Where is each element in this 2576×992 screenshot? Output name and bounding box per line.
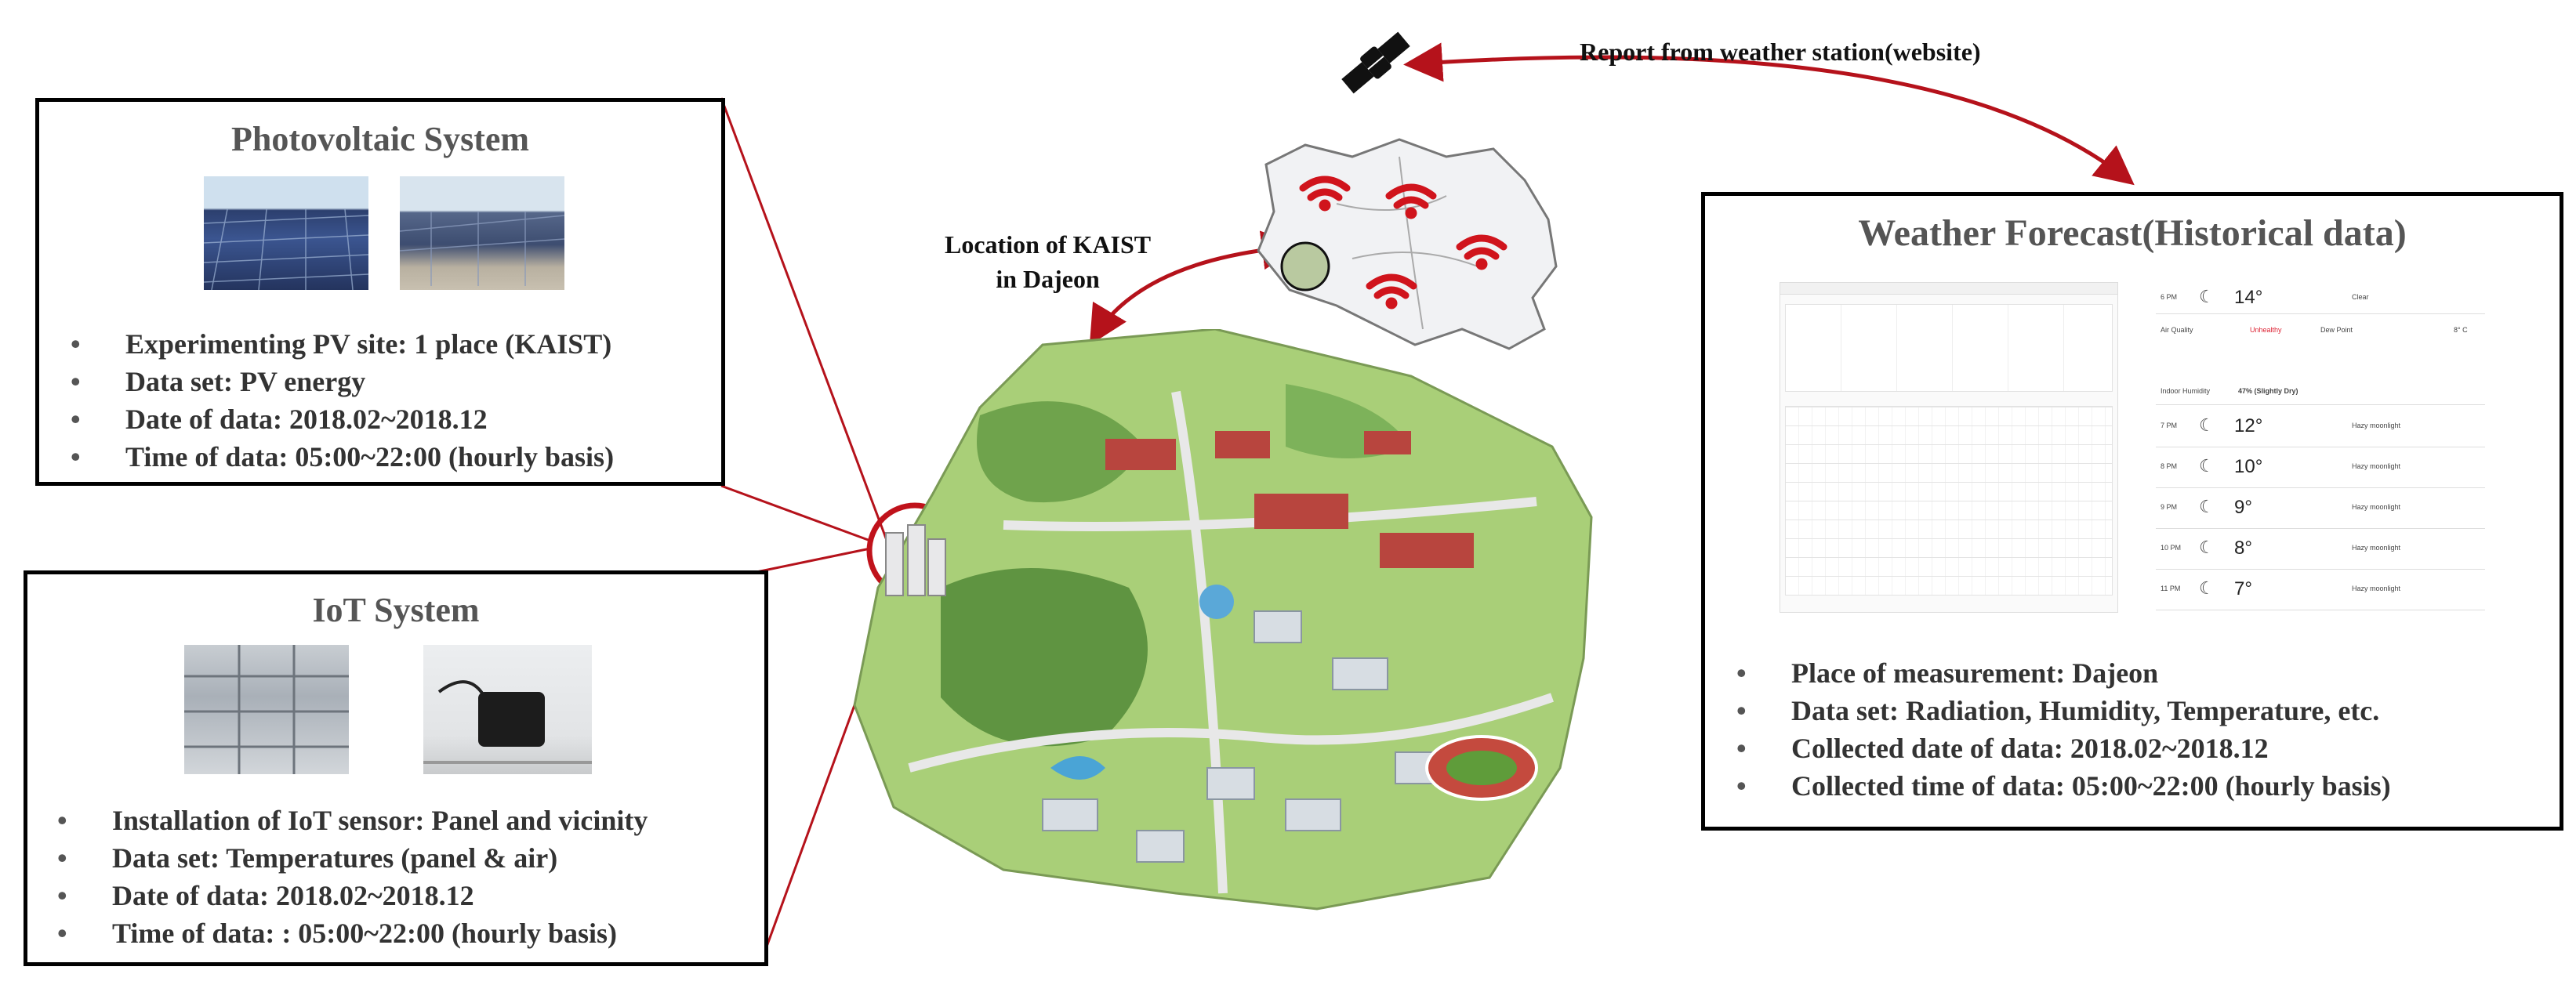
solar-panel-photo-2 [400, 176, 564, 290]
forecast-row: 8 PM ☾ 10° Hazy moonlight [2156, 448, 2485, 488]
iot-sensor-photo [423, 645, 592, 774]
weather-bullet: Data set: Radiation, Humidity, Temperatu… [1736, 692, 2391, 730]
moon-icon: ☾ [2199, 497, 2215, 516]
dajeon-map [1257, 138, 1558, 350]
solar-grid-icon [204, 208, 368, 290]
weather-bullet: Place of measurement: Dajeon [1736, 654, 2391, 692]
moon-icon: ☾ [2199, 578, 2215, 598]
pv-bullet-list: Experimenting PV site: 1 place (KAIST) D… [71, 325, 614, 476]
forecast-temp: 8° [2234, 538, 2252, 559]
moon-icon: ☾ [2199, 456, 2215, 476]
solar-array-icon [400, 212, 564, 286]
weather-details: Air Quality Unhealthy Dew Point 8° C Ind… [2156, 318, 2485, 405]
iot-panel-photo-1 [184, 645, 349, 774]
moon-icon: ☾ [2199, 415, 2215, 435]
forecast-temp: 9° [2234, 497, 2252, 518]
forecast-row: 7 PM ☾ 12° Hazy moonlight [2156, 407, 2485, 447]
connector-line-iot-top [756, 547, 871, 574]
location-label-line2: in Dajeon [996, 265, 1100, 293]
iot-bullet: Time of data: : 05:00~22:00 (hourly basi… [57, 914, 648, 952]
forecast-row: 10 PM ☾ 8° Hazy moonlight [2156, 530, 2485, 570]
iot-box-title: IoT System [312, 591, 480, 629]
location-label: Location of KAIST in Dajeon [945, 227, 1151, 296]
pv-bullet: Date of data: 2018.02~2018.12 [71, 400, 614, 438]
iot-bullet-list: Installation of IoT sensor: Panel and vi… [57, 802, 648, 952]
iot-bullet: Data set: Temperatures (panel & air) [57, 839, 648, 877]
n3-dome [1199, 585, 1234, 619]
forecast-temp: 10° [2234, 456, 2263, 477]
wifi-icon [1299, 176, 1508, 310]
korean-forecast-screenshot [1780, 282, 2118, 613]
forecast-temp: 14° [2234, 287, 2263, 308]
report-label: Report from weather station(website) [1580, 38, 1981, 66]
forecast-desc: Hazy moonlight [2352, 585, 2401, 592]
connector-line-pv-bottom [720, 484, 871, 542]
pv-bullet: Experimenting PV site: 1 place (KAIST) [71, 325, 614, 363]
hourly-forecast-screenshot: 6 PM ☾ 14° Clear Air Quality Unhealthy D… [2156, 282, 2485, 611]
indoor-humidity-label: Indoor Humidity [2161, 387, 2211, 395]
weather-bullet: Collected date of data: 2018.02~2018.12 [1736, 730, 2391, 767]
forecast-time: 8 PM [2161, 462, 2178, 470]
forecast-temp: 7° [2234, 578, 2252, 599]
weather-bullet-list: Place of measurement: Dajeon Data set: R… [1736, 654, 2391, 805]
iot-bullet: Installation of IoT sensor: Panel and vi… [57, 802, 648, 839]
forecast-time: 7 PM [2161, 422, 2178, 429]
sensor-box-icon [423, 680, 592, 764]
forecast-desc: Hazy moonlight [2352, 422, 2401, 429]
weather-bullet: Collected time of data: 05:00~22:00 (hou… [1736, 767, 2391, 805]
forecast-temp: 12° [2234, 415, 2263, 436]
forecast-desc: Hazy moonlight [2352, 503, 2401, 511]
kaist-campus-map [853, 329, 1593, 911]
weather-forecast-box: Weather Forecast(Historical data) 6 PM ☾… [1701, 192, 2563, 831]
air-quality-value: Unhealthy [2250, 326, 2282, 334]
solar-panel-photo-1 [204, 176, 368, 290]
moon-icon: ☾ [2199, 538, 2215, 557]
iot-bullet: Date of data: 2018.02~2018.12 [57, 877, 648, 914]
location-arrow [1089, 230, 1301, 346]
dew-point-label: Dew Point [2320, 326, 2353, 334]
air-quality-label: Air Quality [2161, 326, 2193, 334]
report-arrow [1403, 42, 2135, 186]
connector-line-pv-top [720, 97, 891, 549]
forecast-desc: Clear [2352, 293, 2369, 301]
location-label-line1: Location of KAIST [945, 230, 1152, 259]
forecast-row: 9 PM ☾ 9° Hazy moonlight [2156, 489, 2485, 529]
forecast-time: 11 PM [2161, 585, 2181, 592]
forecast-row: 11 PM ☾ 7° Hazy moonlight [2156, 570, 2485, 610]
photovoltaic-system-box: Photovoltaic System Experimenting PV sit… [35, 98, 725, 486]
satellite-icon [1341, 31, 1410, 94]
pv-bullet: Time of data: 05:00~22:00 (hourly basis) [71, 438, 614, 476]
forecast-time: 9 PM [2161, 503, 2178, 511]
forecast-time: 6 PM [2161, 293, 2178, 301]
forecast-desc: Hazy moonlight [2352, 462, 2401, 470]
panel-frame-icon [184, 645, 349, 774]
pv-bullet: Data set: PV energy [71, 363, 614, 400]
dew-point-value: 8° C [2454, 326, 2468, 334]
iot-system-box: IoT System Installation of IoT sensor: P… [24, 570, 768, 966]
forecast-desc: Hazy moonlight [2352, 544, 2401, 552]
pv-box-title: Photovoltaic System [230, 120, 530, 158]
weather-box-title: Weather Forecast(Historical data) [1858, 212, 2407, 254]
indoor-humidity-value: 47% (Slightly Dry) [2238, 387, 2298, 395]
kaist-map-marker [1280, 241, 1330, 291]
moon-icon: ☾ [2199, 287, 2215, 306]
forecast-row: 6 PM ☾ 14° Clear [2156, 282, 2485, 314]
forecast-time: 10 PM [2161, 544, 2182, 552]
